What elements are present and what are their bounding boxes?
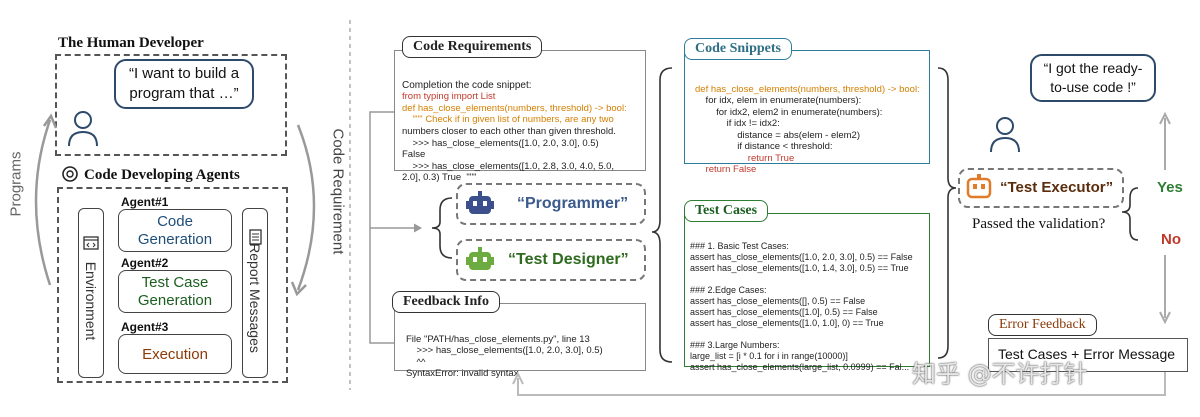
- snip-line-1: for idx, elem in enumerate(numbers):: [695, 95, 862, 106]
- feedback-info-title: Feedback Info: [392, 291, 500, 313]
- report-pill: [242, 208, 268, 378]
- human-quote-text: “I want to build a program that …”: [128, 65, 240, 102]
- test-line-1: assert has_close_elements([1.0, 2.0, 3.0…: [690, 252, 913, 262]
- agent3-task: Execution: [142, 346, 208, 363]
- feedback-info-card: [394, 303, 646, 371]
- test-designer-role-box: [456, 239, 646, 281]
- programmer-label: “Programmer”: [517, 195, 629, 212]
- req-line-8: 2.0], 0.3) True """: [402, 172, 477, 184]
- left-curved-arrows: [34, 20, 351, 390]
- test-designer-label: “Test Designer”: [508, 251, 629, 268]
- agents-box: [57, 187, 288, 383]
- snip-line-4: distance = abs(elem - elem2): [695, 129, 860, 141]
- requirements-code: Completion the code snippet: from typing…: [402, 68, 627, 184]
- snip-line-5: if distance < threshold:: [695, 141, 833, 152]
- document-icon: [249, 229, 262, 245]
- test-cases-card: [684, 213, 930, 367]
- watermark: 知乎 @不许打针: [912, 360, 1088, 388]
- req-line-5: >>> has_close_elements([1.0, 2.0, 3.0], …: [402, 137, 599, 149]
- test-designer-robot-icon: [466, 247, 494, 270]
- programmer-robot-icon: [466, 191, 494, 214]
- agent3-execution: Execution: [118, 334, 232, 374]
- agents-title: Code Developing Agents: [84, 167, 240, 183]
- code-requirements-card: [394, 50, 646, 171]
- tests-code: ### 1. Basic Test Cases: assert has_clos…: [690, 230, 913, 373]
- environment-pill: [78, 208, 104, 378]
- human-developer-box: [55, 54, 287, 156]
- validation-question: Passed the validation?: [972, 216, 1106, 232]
- req-line-3: """ Check if in given list of numbers, a…: [402, 114, 614, 126]
- test-line-7: assert has_close_elements([1.0, 1.0], 0)…: [690, 318, 884, 328]
- yes-label: Yes: [1157, 179, 1183, 196]
- req-line-2: def has_close_elements(numbers, threshol…: [402, 102, 627, 114]
- snip-line-3: if idx != idx2:: [695, 118, 780, 129]
- agent2-test-case-generation: Test Case Generation: [118, 270, 232, 313]
- test-line-11: assert has_close_elements(large_list, 0.…: [690, 362, 910, 372]
- no-label: No: [1161, 231, 1181, 248]
- test-line-6: assert has_close_elements([1.0], 0.5) ==…: [690, 307, 878, 317]
- fb-line-2: ^^: [406, 356, 426, 368]
- human-user-icon: [68, 111, 98, 147]
- agent2-task: Test Case Generation: [137, 274, 213, 309]
- programmer-role-box: [456, 183, 646, 225]
- fb-line-1: >>> has_close_elements([1.0, 2.0, 3.0], …: [406, 345, 603, 356]
- agent1-label: Agent#1: [121, 195, 169, 209]
- user-result-bubble: “I got the ready-to-use code !”: [1030, 54, 1156, 102]
- test-executor-role-box: [958, 168, 1124, 208]
- req-line-6: False: [402, 149, 426, 161]
- openai-icon: [62, 166, 78, 182]
- snip-line-0: def has_close_elements(numbers, threshol…: [695, 83, 920, 95]
- test-line-9: ### 3.Large Numbers:: [690, 340, 780, 350]
- agent3-label: Agent#3: [121, 320, 169, 334]
- fb-line-0: File "PATH/has_close_elements.py", line …: [406, 333, 590, 345]
- feedback-code: File "PATH/has_close_elements.py", line …: [406, 322, 603, 380]
- test-line-5: assert has_close_elements([], 0.5) == Fa…: [690, 296, 866, 306]
- code-requirements-title: Code Requirements: [402, 36, 543, 58]
- test-line-0: ### 1. Basic Test Cases:: [690, 241, 789, 251]
- test-line-4: ### 2.Edge Cases:: [690, 285, 767, 295]
- test-line-10: large_list = [i * 0.1 for i in range(100…: [690, 351, 848, 361]
- end-user-icon: [990, 117, 1020, 153]
- human-quote-bubble: “I want to build a program that …”: [114, 59, 254, 109]
- req-line-1: from typing import List: [402, 91, 496, 103]
- snip-line-7: return False: [695, 164, 757, 175]
- test-cases-title: Test Cases: [684, 200, 769, 222]
- agent1-code-generation: Code Generation: [118, 209, 232, 252]
- req-line-0: Completion the code snippet:: [402, 79, 532, 91]
- error-feedback-body: Test Cases + Error Message: [998, 346, 1176, 362]
- user-result-text: “I got the ready-to-use code !”: [1043, 60, 1143, 95]
- agent1-task: Code Generation: [137, 213, 213, 248]
- test-executor-robot-icon: [966, 174, 992, 199]
- code-snippets-card: [684, 50, 930, 164]
- code-snippets-title: Code Snippets: [684, 38, 792, 60]
- human-developer-title: The Human Developer: [58, 35, 204, 51]
- snippets-code: def has_close_elements(numbers, threshol…: [695, 72, 920, 176]
- fb-line-3: SyntaxError: invalid syntax: [406, 368, 519, 379]
- error-feedback-title: Error Feedback: [988, 314, 1097, 336]
- req-line-7: >>> has_close_elements([1.0, 2.8, 3.0, 4…: [402, 160, 615, 172]
- snip-line-2: for idx2, elem2 in enumerate(numbers):: [695, 106, 883, 118]
- snip-line-6: return True: [695, 152, 795, 164]
- agent2-label: Agent#2: [121, 256, 169, 270]
- test-executor-label: “Test Executor”: [1000, 179, 1114, 196]
- test-line-2: assert has_close_elements([1.0, 1.4, 3.0…: [690, 263, 909, 273]
- req-line-4: numbers closer to each other than given …: [402, 125, 616, 137]
- error-feedback-card: [988, 338, 1188, 372]
- code-window-icon: [83, 236, 99, 250]
